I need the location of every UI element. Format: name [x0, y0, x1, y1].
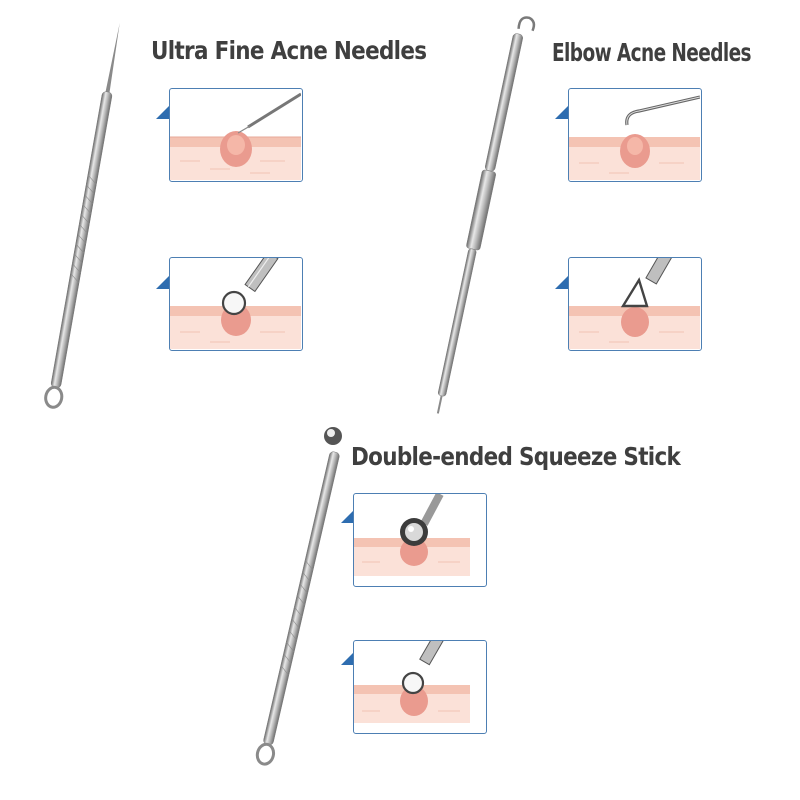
- skin-cross-section-icon: [170, 92, 301, 180]
- skin-cross-section-icon: [354, 494, 470, 576]
- illustration-elbow-hook: [568, 88, 702, 182]
- pointer-arrow-icon: [555, 106, 568, 119]
- illustration-squeeze-loop: [353, 640, 487, 734]
- title-ultra-fine-acne-needles: Ultra Fine Acne Needles: [151, 36, 427, 65]
- illustration-loop-press: [169, 257, 303, 351]
- illustration-ball-press: [353, 493, 487, 587]
- skin-cross-section-icon: [569, 95, 700, 180]
- skin-cross-section-icon: [170, 258, 301, 349]
- pointer-arrow-icon: [555, 276, 568, 289]
- illustration-triangle-loop: [568, 257, 702, 351]
- pointer-arrow-icon: [156, 276, 169, 289]
- illustration-needle-pierce: [169, 88, 303, 182]
- pointer-arrow-icon: [156, 106, 169, 119]
- pointer-arrow-icon: [341, 510, 354, 523]
- skin-cross-section-icon: [354, 641, 470, 723]
- title-double-ended-squeeze-stick: Double-ended Squeeze Stick: [351, 442, 681, 471]
- pointer-arrow-icon: [341, 652, 354, 665]
- skin-cross-section-icon: [569, 258, 700, 349]
- title-elbow-acne-needles: Elbow Acne Needles: [552, 38, 752, 67]
